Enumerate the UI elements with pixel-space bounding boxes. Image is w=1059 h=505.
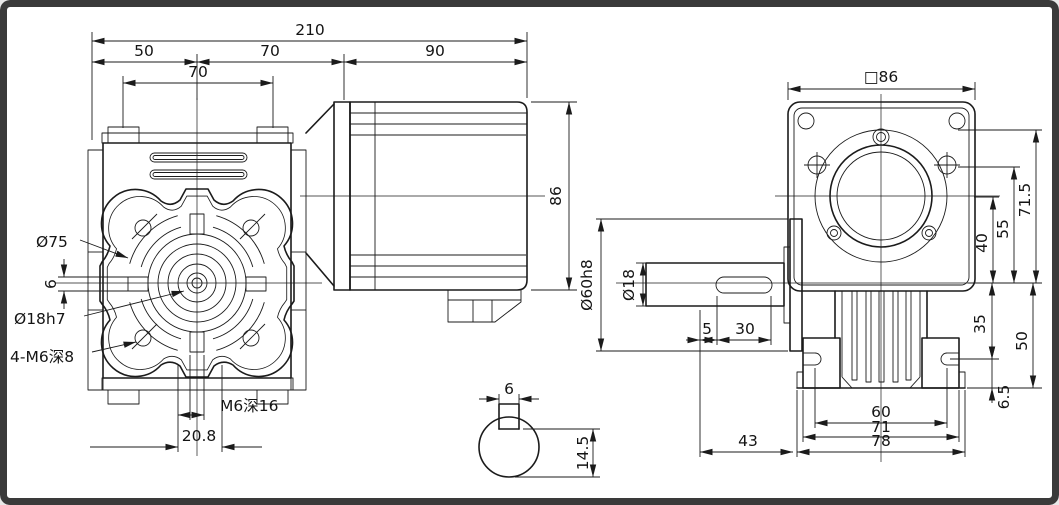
motor-ribs [350,112,527,278]
rear-view [616,94,1042,462]
front-view [55,98,322,456]
clover-flange [99,188,295,378]
keyway-notch [498,403,520,430]
shaft-keyway-slot [715,276,773,294]
housing-foot-right [256,389,289,405]
label-flange-screws: 4-M6深8 [10,348,74,366]
dim-bore-key-depth: 20.8 [182,427,217,445]
output-boss [789,218,803,352]
dim-h-foot: 35 [971,314,989,334]
top-plug-inner [876,132,886,142]
dim-foot-thickness: 6.5 [995,385,1013,410]
housing-foot-left [107,389,140,405]
dim-w-left: 50 [134,42,154,60]
housing-bottom-plate [101,377,294,391]
adapter-taper-top [305,103,335,134]
motor-side-view [300,101,545,323]
dim-slot-span: 60 [871,403,891,421]
housing-side-strip-right [290,149,307,391]
dimensions: 210 50 70 90 70 Ø75 Ø18h7 4-M6深8 6 [10,21,1042,478]
dim-w-right: 90 [425,42,445,60]
label-hub-tap: M6深16 [220,397,278,415]
dim-flange-holes-span: 70 [188,63,208,81]
dim-boss-dia: Ø60h8 [578,259,596,311]
keyway-mark-east [245,276,267,292]
shaft-section-detail [478,403,540,478]
dim-motor-frame: 86 [547,186,565,206]
dim-h-axis: 40 [973,233,991,253]
square-flange-inner [793,107,970,286]
dim-feet-span: 71 [871,418,891,436]
input-bore-inner [836,151,926,241]
dim-key-start: 5 [702,320,712,338]
dim-h-top: 71.5 [1016,183,1034,218]
adapter-taper-bottom [305,252,335,287]
dim-shaft-dia: Ø18 [620,269,638,301]
label-bolt-circle: Ø75 [36,233,68,251]
dim-base-width: 78 [871,432,891,450]
keyway-mark-south [189,331,205,353]
cooling-slots [149,152,248,180]
top-plug-outer [872,128,890,146]
flange-screw-holes [131,213,266,350]
dim-h-holes: 55 [994,219,1012,239]
mounting-feet [796,337,966,389]
square-flange [787,101,976,292]
dim-w-mid: 70 [260,42,280,60]
housing-top-lug-right [256,126,289,144]
output-shaft [645,262,785,307]
motor-connector [447,290,522,323]
dim-shaft-length: 43 [738,432,758,450]
flange-tapped-holes [804,152,960,241]
keyway-mark-west [127,276,149,292]
flange-corner-hole-left [797,112,815,130]
dim-total-width: 210 [295,21,325,39]
dim-h-base: 50 [1013,331,1031,351]
keyway-mark-north [189,213,205,235]
concentric-circles [127,213,267,353]
dim-detail-key-height: 14.5 [574,436,592,471]
housing-top-plate [101,132,294,144]
spigot-circle-60 [814,129,948,263]
cooling-fins [851,291,912,383]
dim-bore-key-width: 6 [42,279,60,289]
dim-flange-square: □86 [864,68,898,86]
flange-corner-hole-right [948,112,966,130]
label-bore: Ø18h7 [14,310,66,328]
dim-key-length: 30 [735,320,755,338]
housing-side-strip-left [87,149,104,391]
motor-body [349,101,528,291]
gearbox-body [834,290,928,389]
dim-detail-key-width: 6 [504,380,514,398]
shaft-circle [478,416,540,478]
housing-top-lug-left [107,126,140,144]
